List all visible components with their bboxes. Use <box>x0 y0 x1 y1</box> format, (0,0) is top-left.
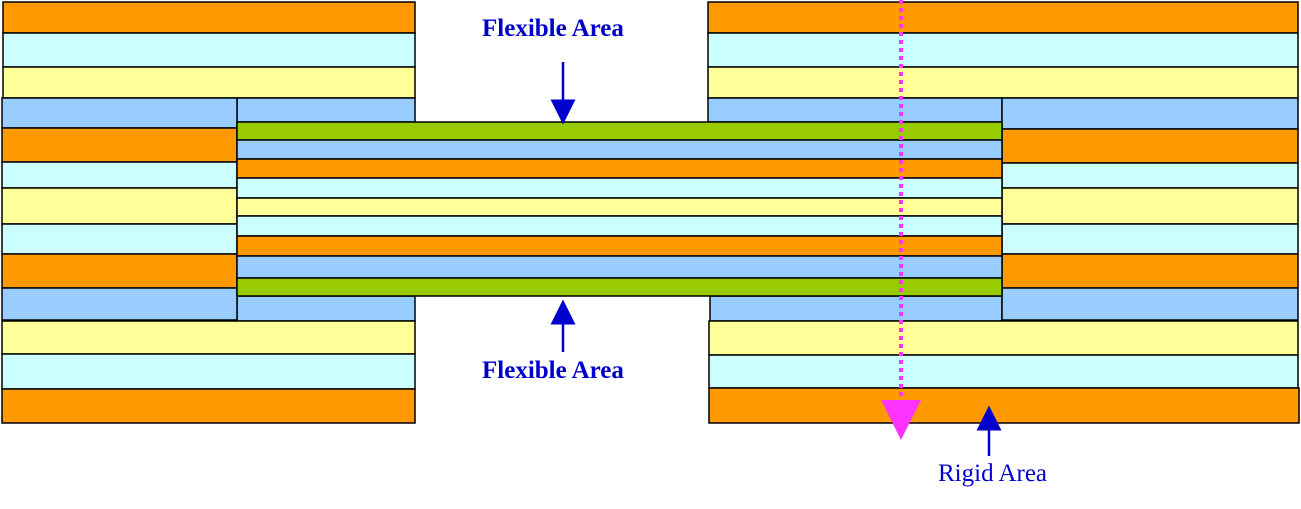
prepreg-layer <box>1 187 238 225</box>
prepreg-layer <box>707 66 1299 99</box>
copper-layer <box>2 1 416 34</box>
polyimide-layer <box>1001 287 1299 321</box>
substrate-layer <box>1001 223 1299 255</box>
prepreg-layer <box>236 197 1003 217</box>
coverlay-layer <box>236 121 1003 141</box>
substrate-layer <box>1 161 238 189</box>
polyimide-layer <box>709 295 1003 322</box>
copper-layer <box>236 158 1003 179</box>
substrate-layer <box>2 32 416 68</box>
substrate-layer <box>708 354 1299 389</box>
coverlay-layer <box>236 277 1003 297</box>
substrate-layer <box>1001 162 1299 189</box>
copper-layer <box>707 1 1299 34</box>
substrate-layer <box>236 215 1003 237</box>
copper-layer <box>1 253 238 289</box>
flexible-area-label-top: Flexible Area <box>482 15 624 42</box>
copper-layer <box>1001 253 1299 289</box>
copper-layer <box>1 127 238 163</box>
flexible-area-label-bottom: Flexible Area <box>482 357 624 384</box>
polyimide-layer <box>236 295 416 322</box>
copper-layer <box>1001 128 1299 164</box>
prepreg-layer <box>1001 187 1299 225</box>
rigid-area-label: Rigid Area <box>938 460 1048 487</box>
copper-layer <box>236 235 1003 257</box>
polyimide-layer <box>1 97 238 129</box>
polyimide-layer <box>707 97 1003 123</box>
copper-layer <box>1 388 416 424</box>
prepreg-layer <box>1 320 416 355</box>
polyimide-layer <box>236 97 416 123</box>
prepreg-layer <box>708 320 1299 356</box>
substrate-layer <box>1 353 416 390</box>
polyimide-layer <box>236 139 1003 160</box>
substrate-layer <box>1 223 238 255</box>
substrate-layer <box>236 177 1003 199</box>
polyimide-layer <box>236 255 1003 279</box>
copper-layer <box>708 387 1300 424</box>
polyimide-layer <box>1001 97 1299 130</box>
substrate-layer <box>707 32 1299 68</box>
polyimide-layer <box>1 287 238 321</box>
prepreg-layer <box>2 66 416 99</box>
layer-stack <box>1 1 1300 424</box>
